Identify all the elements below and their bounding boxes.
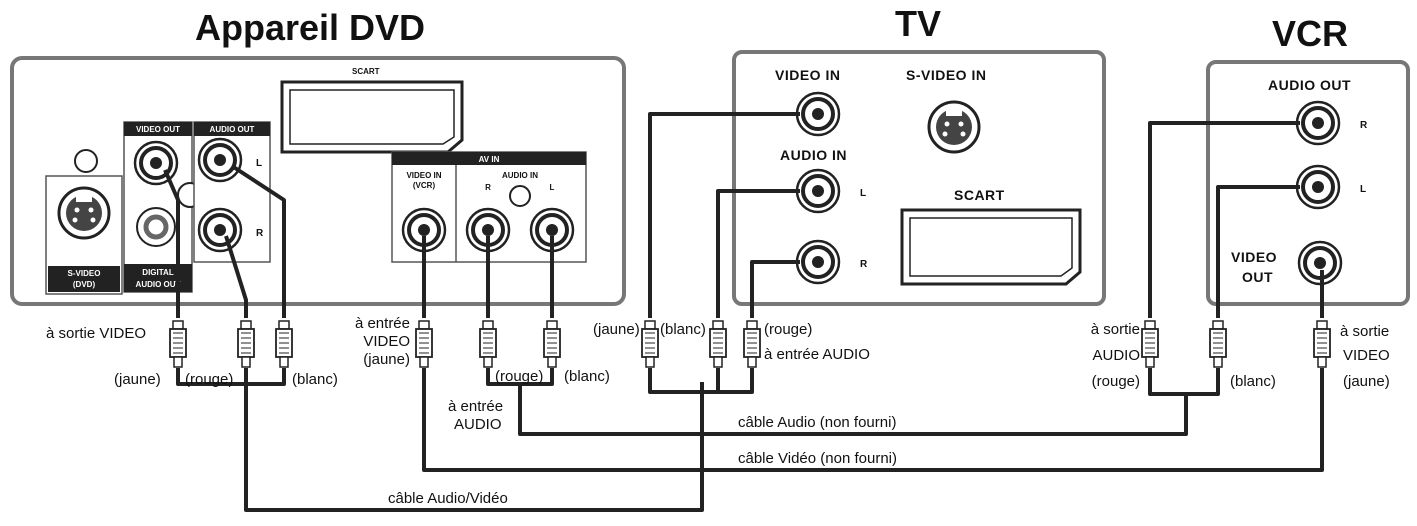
- tv-scart-connector: [900, 208, 1082, 286]
- tv-audio-in-label: AUDIO IN: [780, 147, 847, 163]
- label-a-entree-audio-1: à entrée: [448, 398, 503, 415]
- dvd-av-video-in-label-1: VIDEO IN: [406, 171, 441, 180]
- cable-dvd-bundle: [176, 368, 704, 512]
- dvd-audio-out-l-jack: [197, 137, 243, 183]
- tv-svideo-in-label: S-VIDEO IN: [906, 67, 986, 83]
- cable-audio-label: câble Audio (non fourni): [738, 414, 896, 431]
- tv-audio-l-label: L: [860, 188, 866, 199]
- label-jaune-1: (jaune): [114, 371, 161, 388]
- tv-title: TV: [895, 3, 941, 44]
- dvd-svideo-label-1: S-VIDEO: [68, 269, 101, 278]
- dvd-svideo-jack: [57, 186, 111, 240]
- annotations: à sortie VIDEO (jaune) (rouge) (blanc) à…: [46, 315, 1390, 433]
- plug-vcr-video: [1313, 320, 1331, 368]
- plug-vcr-white: [1209, 320, 1227, 368]
- label-blanc-1: (blanc): [292, 371, 338, 388]
- label-blanc-4: (blanc): [1230, 373, 1276, 390]
- dvd-scart-label: SCART: [352, 67, 380, 76]
- tv-audio-r-label: R: [860, 259, 868, 270]
- label-a-entree-video-1: à entrée: [355, 315, 410, 332]
- dvd-av-audio-in-label: AUDIO IN: [502, 171, 538, 180]
- label-jaune-3: (jaune): [593, 321, 640, 338]
- cable-vcr-red-wire: [1148, 121, 1300, 318]
- label-a-sortie-audio-2: AUDIO: [1092, 347, 1140, 364]
- vcr-title: VCR: [1272, 13, 1348, 54]
- label-rouge-1: (rouge): [185, 371, 233, 388]
- label-jaune-4: (jaune): [1343, 373, 1390, 390]
- plug-dvd-avin-video: [415, 320, 433, 368]
- cable-lines: [163, 112, 1324, 512]
- label-rouge-3: (rouge): [764, 321, 812, 338]
- label-a-sortie-video-vcr-1: à sortie: [1340, 323, 1389, 340]
- label-blanc-3: (blanc): [660, 321, 706, 338]
- vcr-audio-r-jack: [1295, 100, 1341, 146]
- dvd-panel: SCART S-VIDEO (DVD) VIDEO OUT DIGITAL AU…: [10, 56, 626, 306]
- cable-vcr-white-wire: [1216, 185, 1300, 318]
- cable-tv-yellow-wire: [648, 112, 800, 318]
- cable-dvd-white-wire: [230, 164, 286, 318]
- plug-tv-white: [709, 320, 727, 368]
- tv-scart-label: SCART: [954, 187, 1005, 203]
- label-a-entree-video-2: VIDEO: [363, 333, 410, 350]
- vcr-audio-r-label: R: [1360, 120, 1368, 131]
- cable-dvd-red-wire: [224, 235, 248, 318]
- plug-tv-red: [743, 320, 761, 368]
- vcr-audio-l-label: L: [1360, 184, 1366, 195]
- dvd-video-out-label: VIDEO OUT: [136, 125, 180, 134]
- tv-audio-r-jack: [795, 239, 841, 285]
- cable-video-route: [422, 368, 1324, 472]
- dvd-audio-out-label: AUDIO OUT: [210, 125, 255, 134]
- cable-audio-bundle: [486, 368, 1220, 436]
- dvd-video-out-jack: [133, 140, 179, 186]
- dvd-scart-connector: SCART: [280, 67, 464, 154]
- dvd-svideo-label-2: (DVD): [73, 280, 96, 289]
- cable-dvd-video-out-wire: [163, 169, 180, 318]
- cable-video-label: câble Vidéo (non fourni): [738, 450, 897, 467]
- label-a-sortie-video-vcr-2: VIDEO: [1343, 347, 1390, 364]
- plug-dvd-video-out: [169, 320, 187, 368]
- label-a-entree-audio-2: AUDIO: [454, 416, 502, 433]
- label-blanc-2: (blanc): [564, 368, 610, 385]
- label-a-entree-video-3: (jaune): [363, 351, 410, 368]
- label-rouge-4: (rouge): [1092, 373, 1140, 390]
- dvd-title: Appareil DVD: [195, 7, 425, 48]
- dvd-audio-l-label: L: [256, 158, 262, 169]
- dvd-av-video-in-label-2: (VCR): [413, 181, 436, 190]
- dvd-audio-r-label: R: [256, 228, 264, 239]
- dvd-av-r-label: R: [485, 183, 491, 192]
- plug-dvd-avin-white: [543, 320, 561, 368]
- tv-svideo-jack: [927, 100, 981, 154]
- dvd-av-in-label: AV IN: [479, 155, 500, 164]
- cable-tv-bundle: [648, 368, 754, 394]
- plug-vcr-red: [1141, 320, 1159, 368]
- cable-tv-red-wire: [750, 260, 800, 318]
- dvd-digital-label-1: DIGITAL: [142, 268, 174, 277]
- cable-tv-white-wire: [716, 189, 800, 318]
- vcr-video-out-label-2: OUT: [1242, 269, 1273, 285]
- tv-audio-l-jack: [795, 168, 841, 214]
- vcr-panel: AUDIO OUT R L VIDEO OUT: [1206, 60, 1410, 306]
- tv-video-in-label: VIDEO IN: [775, 67, 840, 83]
- dvd-audio-out-r-jack: [197, 207, 243, 253]
- label-rouge-2: (rouge): [495, 368, 543, 385]
- cable-audio-video-label: câble Audio/Vidéo: [388, 490, 508, 507]
- dvd-av-l-label: L: [550, 183, 555, 192]
- plug-dvd-avin-red: [479, 320, 497, 368]
- vcr-video-out-label-1: VIDEO: [1231, 249, 1277, 265]
- vcr-audio-l-jack: [1295, 164, 1341, 210]
- tv-video-in-jack: [795, 91, 841, 137]
- plug-tv-yellow: [641, 320, 659, 368]
- label-a-sortie-video: à sortie VIDEO: [46, 325, 146, 342]
- tv-panel: VIDEO IN S-VIDEO IN AUDIO IN L R SCART: [732, 50, 1106, 306]
- label-a-entree-audio-tv: à entrée AUDIO: [764, 346, 870, 363]
- plug-dvd-red: [237, 320, 255, 368]
- plug-dvd-white: [275, 320, 293, 368]
- vcr-audio-out-label: AUDIO OUT: [1268, 77, 1351, 93]
- dvd-digital-label-2: AUDIO OUT: [136, 280, 181, 289]
- label-a-sortie-audio-1: à sortie: [1091, 321, 1140, 338]
